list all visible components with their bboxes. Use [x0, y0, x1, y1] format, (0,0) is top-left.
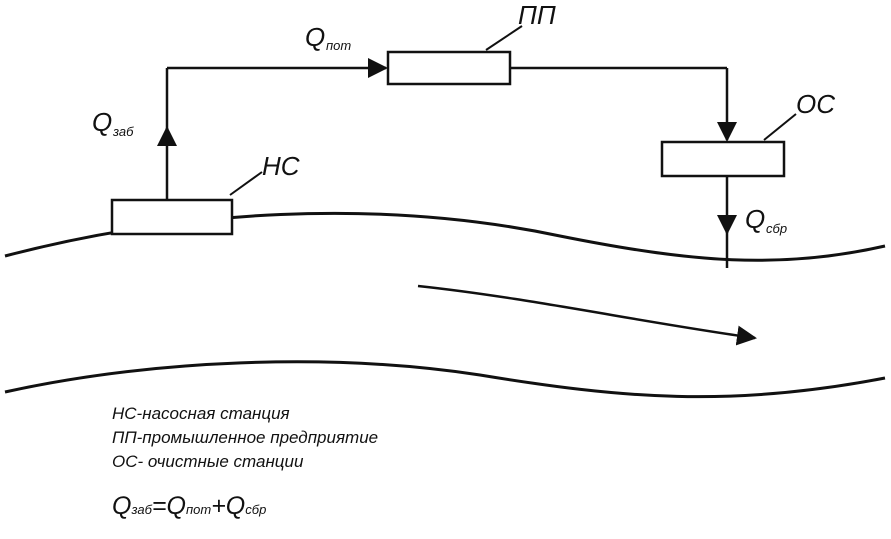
- formula-discharge-sub: сбр: [245, 502, 267, 517]
- legend-item-pump-station: НС-насосная станция: [112, 404, 290, 423]
- legend-item-treatment-plant: ОС- очистные станции: [112, 452, 304, 471]
- formula-q-intake: Q: [112, 492, 132, 520]
- formula-q-consumption: Q: [166, 492, 186, 520]
- formula-consumption-sub: пот: [185, 502, 212, 517]
- q-discharge-subscript: сбр: [766, 221, 787, 236]
- industrial-plant-label: ПП: [518, 0, 556, 30]
- formula-equals: =: [151, 492, 167, 520]
- formula-plus: +: [211, 492, 226, 520]
- q-intake-subscript: заб: [112, 124, 134, 139]
- industrial-plant-box: [386, 50, 512, 86]
- formula-intake-sub: заб: [131, 502, 152, 517]
- q-discharge-symbol: Q: [745, 204, 765, 234]
- q-intake-symbol: Q: [92, 107, 112, 137]
- industrial-plant-leader: [485, 25, 523, 51]
- treatment-plant-box: [660, 140, 786, 178]
- pump-station-leader: [229, 171, 263, 196]
- balance-formula: Qзаб=Qпот+Qсбр: [112, 492, 266, 521]
- legend-item-industrial-plant: ПП-промышленное предприятие: [112, 428, 379, 447]
- legend: НС-насосная станция ПП-промышленное пред…: [112, 402, 378, 474]
- pump-station-box: [110, 198, 234, 236]
- treatment-plant-label: ОС: [796, 89, 835, 119]
- q-consumption-subscript: пот: [326, 38, 351, 53]
- q-consumption-symbol: Q: [305, 22, 325, 52]
- river-flow-arrow: [417, 284, 757, 346]
- treatment-plant-leader: [763, 113, 797, 141]
- formula-q-discharge: Q: [225, 492, 246, 520]
- pump-station-label: НС: [262, 151, 300, 181]
- river-lower-bank: [4, 360, 886, 399]
